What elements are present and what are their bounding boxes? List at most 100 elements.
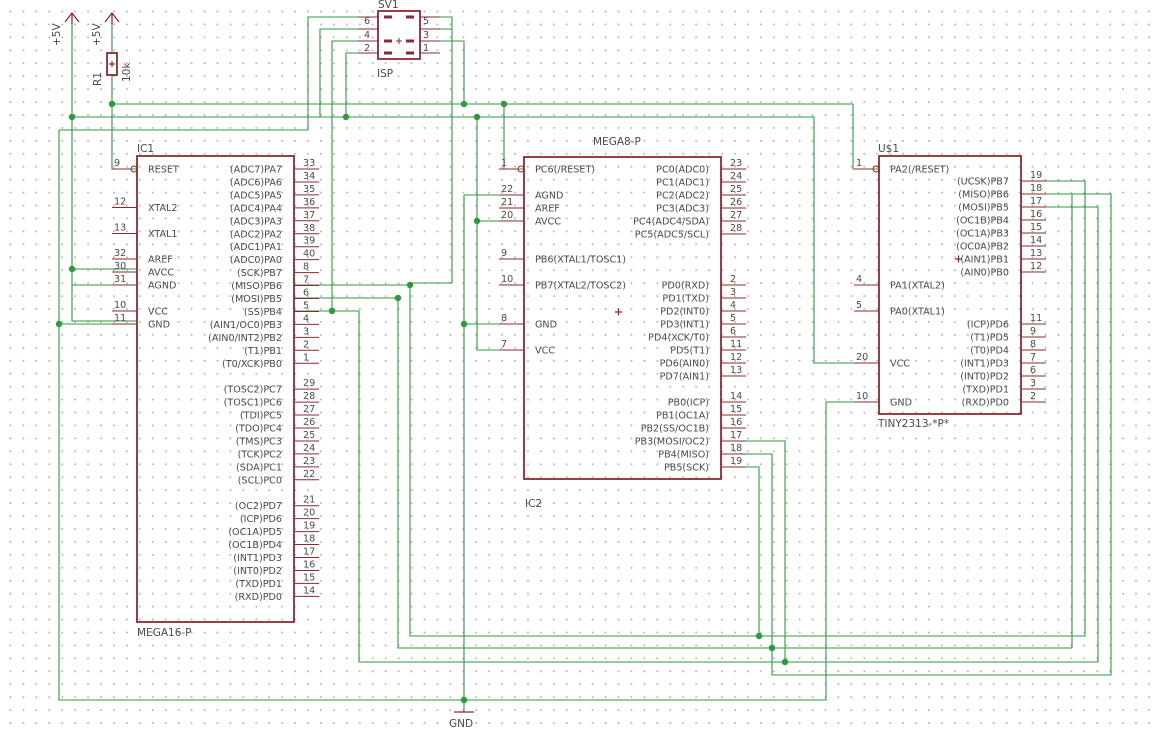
ic1-pin-number: 6 (303, 288, 309, 299)
ic2-pin-number: 19 (730, 456, 742, 467)
ic1-value: MEGA16-P (137, 627, 192, 639)
u1-pin-label: (T1)PD5 (970, 333, 1009, 344)
ic2-pin-label: AREF (535, 204, 560, 215)
wire-isp-vcc (319, 28, 358, 117)
junction (108, 100, 116, 108)
u1-pin-label: (AIN0)PB0 (960, 268, 1009, 279)
ic2-pin-number: 25 (730, 184, 742, 195)
header-pin: 4 (364, 30, 370, 41)
ic2-value: MEGA8-P (593, 136, 641, 148)
ic2-pin-label: PD3(INT1) (660, 320, 709, 331)
ic1-pin-number: 7 (303, 275, 309, 286)
junction (768, 644, 776, 652)
ic2-pin-number: 12 (730, 352, 742, 363)
junction (755, 632, 763, 640)
ic1-pin-label: GND (148, 320, 170, 331)
ic1-pin-label: (ICP)PD6 (240, 514, 282, 525)
ic1-pin-label: (TOSC2)PC7 (224, 385, 282, 396)
ic1-pin-number: 17 (303, 547, 315, 558)
ic2-pin-number: 16 (730, 417, 742, 428)
ic2-pin-label: PB6(XTAL1/TOSC1) (535, 255, 626, 266)
u1-pin-number: 15 (1030, 222, 1042, 233)
ic1-pin-label: (ADC0)PA0 (230, 255, 282, 266)
ic1-pin-label: (RXD)PD0 (235, 592, 282, 603)
wire-miso-b (745, 193, 1112, 676)
ic1-pin-label: (ADC2)PA2 (230, 229, 282, 240)
ic2-pin-number: 18 (730, 443, 742, 454)
u1-value: TINY2313-*P* (877, 418, 949, 430)
junction (68, 113, 76, 121)
ic1-pin-label: (OC1A)PD5 (228, 527, 282, 538)
ic1-pin-label: (TDO)PC4 (235, 424, 282, 435)
ic1-pin-label: (ADC6)PA6 (230, 177, 282, 188)
ic1-pin-label: (MOSI)PB5 (231, 294, 282, 305)
ic1-pin-number: 12 (114, 197, 126, 208)
isp-header: SV1 ISP 6 4 2 5 3 1 (358, 0, 440, 80)
ic1-pin-label: (AIN1/OC0)PB3 (210, 320, 282, 331)
ic2-pin-number: 4 (730, 300, 736, 311)
ic2-pin-label: GND (535, 320, 557, 331)
ic2-pin-number: 26 (730, 197, 742, 208)
ic2-pin-label: PC6(/RESET) (535, 165, 595, 176)
ic2-pin-label: PD2(INT0) (660, 307, 709, 318)
ic1-pin-number: 21 (303, 495, 315, 506)
ic2-pin-label: PB0(ICP) (668, 398, 709, 409)
ic2-pin-label: PD7(AIN1) (660, 372, 709, 383)
u1-pin-label: VCC (890, 359, 910, 370)
ic1-pin-label: (TMS)PC3 (236, 436, 282, 447)
ic2-pin-number: 22 (501, 184, 513, 195)
u1-pin-label: (INT1)PD3 (960, 359, 1009, 370)
u1-pin-label: PA1(XTAL2) (890, 281, 945, 292)
ic1-mega16: IC1 MEGA16-P 9RESET12XTAL213XTAL132AREF3… (112, 143, 319, 639)
ic2-pin-label: PC3(ADC3) (656, 204, 709, 215)
u1-pin-label: (OC1B)PB4 (956, 216, 1009, 227)
u1-pin-label: (RXD)PD0 (962, 398, 1009, 409)
u1-pin-number: 3 (1030, 378, 1036, 389)
ic1-pin-number: 39 (303, 236, 315, 247)
u1-pin-label: PA0(XTAL1) (890, 307, 945, 318)
u1-pin-label: (INT0)PD2 (960, 372, 1009, 383)
ic1-pin-number: 2 (303, 339, 309, 350)
ic2-pin-label: PD5(T1) (670, 346, 709, 357)
wire-5v-vcc (71, 24, 137, 322)
ic2-pin-number: 20 (501, 210, 513, 221)
u1-pin-number: 7 (1030, 352, 1036, 363)
ic1-pin-invert (130, 165, 138, 173)
ic1-pin-label: (SCL)PC0 (238, 475, 282, 486)
ic1-pin-label: (TXD)PD1 (235, 579, 282, 590)
ic2-pin-number: 3 (730, 287, 736, 298)
ic1-pin-number: 25 (303, 430, 315, 441)
u1-pin-number: 6 (1030, 365, 1036, 376)
u1-pin-number: 11 (1030, 313, 1042, 324)
ic2-pin-number: 21 (501, 197, 513, 208)
junction (460, 100, 468, 108)
ic1-pin-number: 11 (114, 313, 126, 324)
ic1-pin-number: 14 (303, 585, 315, 596)
ic1-pin-number: 5 (303, 300, 309, 311)
ic1-pin-label: (ADC3)PA3 (230, 216, 282, 227)
ic1-pin-label: (MISO)PB6 (231, 281, 282, 292)
ic2-pin-label: PC1(ADC1) (656, 178, 709, 189)
ic1-pin-label: (AIN0/INT2)PB2 (208, 333, 282, 344)
ground-label: GND (449, 718, 473, 730)
ic1-pin-number: 20 (303, 508, 315, 519)
ic1-pin-label: XTAL2 (148, 203, 178, 214)
wire-isp-miso (410, 28, 453, 284)
u1-tiny2313: U$1 TINY2313-*P* 1PA2(/RESET)4PA1(XTAL2)… (854, 143, 1046, 430)
wire-isp-sck (440, 16, 453, 29)
ic1-pin-label: (T0/XCK)PB0 (222, 359, 282, 370)
junction (473, 217, 481, 225)
ic2-pin-label: PC0(ADC0) (656, 165, 709, 176)
ic1-pin-label: (SCK)PB7 (237, 268, 282, 279)
wire-miso (295, 297, 1072, 649)
u1-pin-label: (TXD)PD1 (962, 385, 1009, 396)
ic1-pin-label: XTAL1 (148, 229, 178, 240)
ic1-pin-label: VCC (148, 307, 168, 318)
ic1-pin-number: 32 (114, 248, 126, 259)
u1-pin-number: 18 (1030, 183, 1042, 194)
junction (328, 307, 336, 315)
u1-pin-number: 1 (856, 158, 862, 169)
junction (406, 281, 414, 289)
resistor-value: 10k (121, 62, 133, 82)
ic2-pin-number: 2 (730, 274, 736, 285)
